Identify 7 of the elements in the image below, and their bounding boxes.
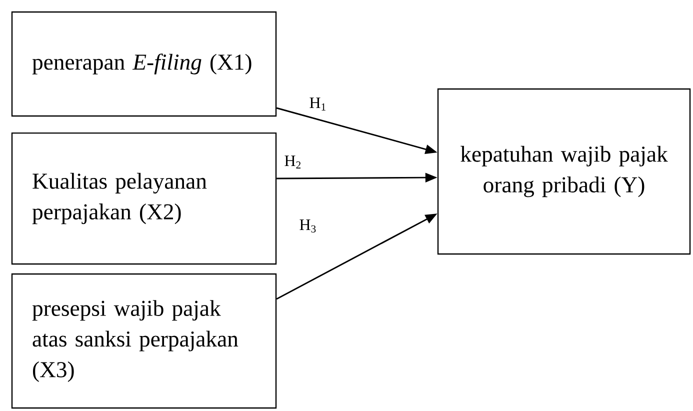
process-box: presepsi wajib pajak atas sanksi perpajakan (X3) [11,273,277,409]
edge-label: H$_{3}$ [298,218,318,234]
edge-label: H$_{2}$ [282,154,304,170]
edge-label: H$_{1}$ [308,96,328,112]
outcome-box: kepatuhan wajib pajak orang pribadi (Y) [437,88,691,255]
process-box: penerapan E-filing (X1) [11,11,277,117]
process-box: Kualitas pelayanan perpajakan (X2) [11,132,277,265]
